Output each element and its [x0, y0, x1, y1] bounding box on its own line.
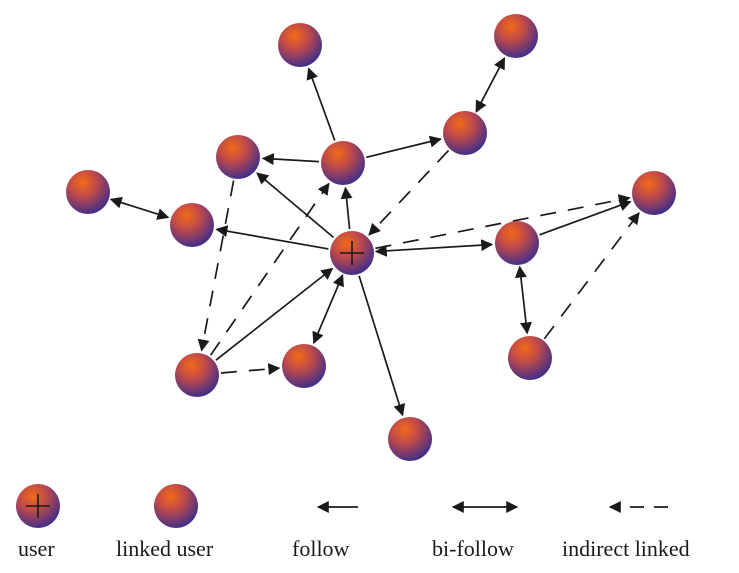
legend-user-label: user [18, 536, 55, 561]
linked-user-node [321, 141, 365, 185]
bi-follow-edge [514, 265, 532, 335]
linked-user-node [632, 171, 676, 215]
linked-user-node [175, 353, 219, 397]
follow-edge [215, 225, 329, 250]
bi-follow-edge [374, 239, 494, 257]
linked-user-node [282, 344, 326, 388]
linked-user-node [388, 417, 432, 461]
follow-edge [358, 275, 406, 417]
indirect-linked-edge [375, 194, 631, 250]
follow-edge [366, 135, 442, 159]
legend-follow-label: follow [292, 536, 350, 561]
linked-user-node [443, 111, 487, 155]
legend-user-icon [16, 484, 60, 528]
center-user-node [330, 231, 374, 275]
bi-follow-edge [312, 273, 344, 345]
follow-edge [340, 186, 353, 230]
legend: user linked user follow bi-follow indire… [16, 484, 690, 561]
indirect-linked-edge [543, 212, 640, 340]
indirect-linked-edge [220, 363, 281, 375]
indirect-linked-edge [368, 149, 450, 236]
follow-edge [261, 153, 320, 166]
linked-user-node [66, 170, 110, 214]
follow-edge [215, 267, 334, 361]
linked-user-node [494, 14, 538, 58]
bi-follow-edge [109, 196, 170, 220]
linked-user-node [508, 336, 552, 380]
nodes-layer [66, 14, 676, 461]
follow-edge [306, 67, 336, 141]
follow-edge [256, 172, 335, 239]
linked-user-node [495, 221, 539, 265]
indirect-linked-edge [197, 180, 235, 352]
legend-bi-follow-label: bi-follow [432, 536, 514, 561]
indirect-linked-edge [209, 182, 330, 356]
legend-indirect-linked-label: indirect linked [562, 536, 690, 561]
linked-user-node [170, 203, 214, 247]
bi-follow-edge [475, 57, 506, 113]
linked-user-node [216, 135, 260, 179]
legend-linked-user-label: linked user [116, 536, 214, 561]
follow-edge [539, 199, 632, 236]
legend-linked-user-icon [154, 484, 198, 528]
edges-layer [109, 57, 640, 417]
linked-user-node [278, 23, 322, 67]
